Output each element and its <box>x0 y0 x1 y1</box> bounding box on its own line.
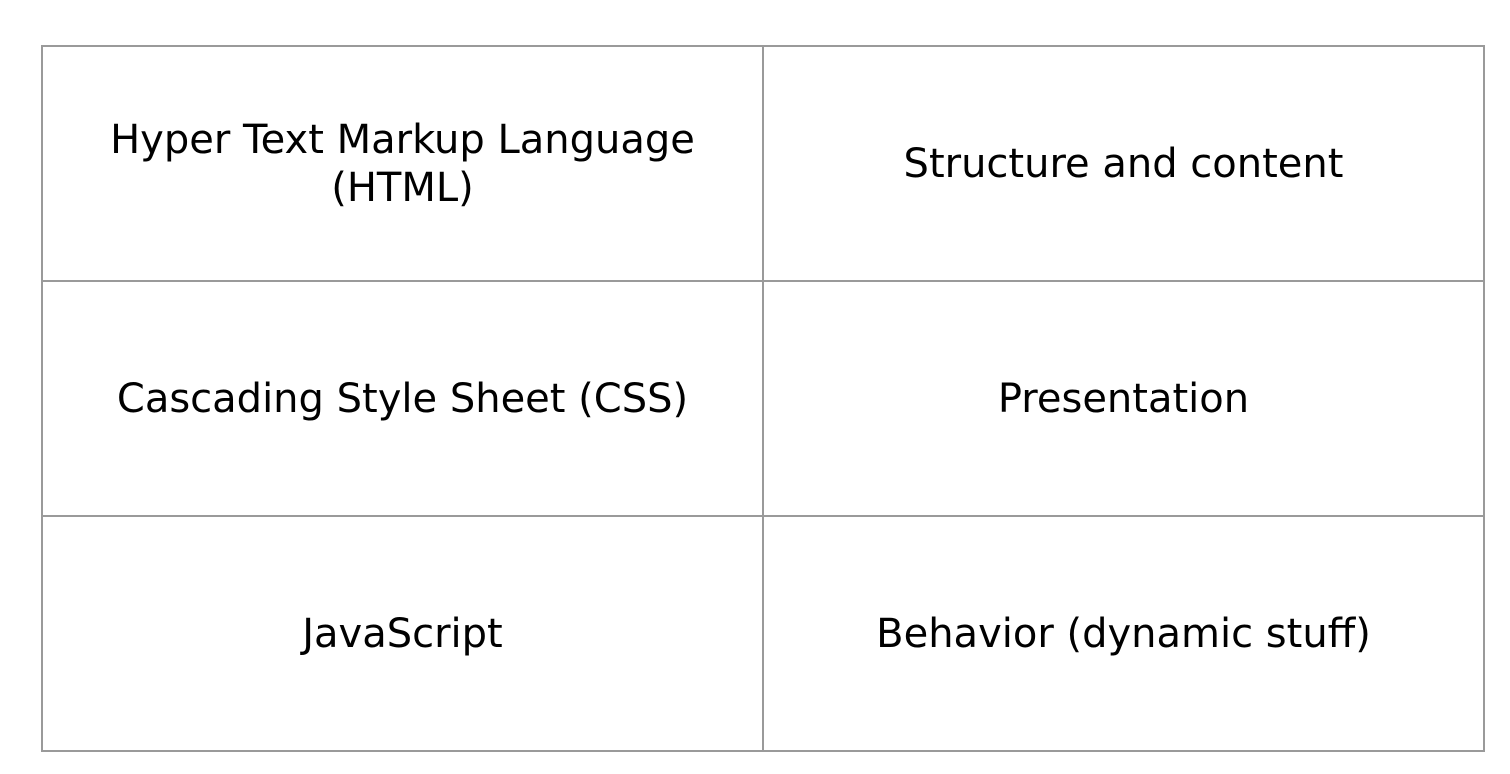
table-row: Cascading Style Sheet (CSS) Presentation <box>41 280 1485 517</box>
table-cell-role: Behavior (dynamic stuff) <box>762 515 1485 752</box>
table-cell-term: JavaScript <box>41 515 764 752</box>
table-cell-term: Hyper Text Markup Language (HTML) <box>41 45 764 282</box>
table-row: JavaScript Behavior (dynamic stuff) <box>41 515 1485 752</box>
table-row: Hyper Text Markup Language (HTML) Struct… <box>41 45 1485 282</box>
table-cell-term: Cascading Style Sheet (CSS) <box>41 280 764 517</box>
table-cell-role: Structure and content <box>762 45 1485 282</box>
comparison-table: Hyper Text Markup Language (HTML) Struct… <box>41 45 1485 752</box>
table-cell-role: Presentation <box>762 280 1485 517</box>
